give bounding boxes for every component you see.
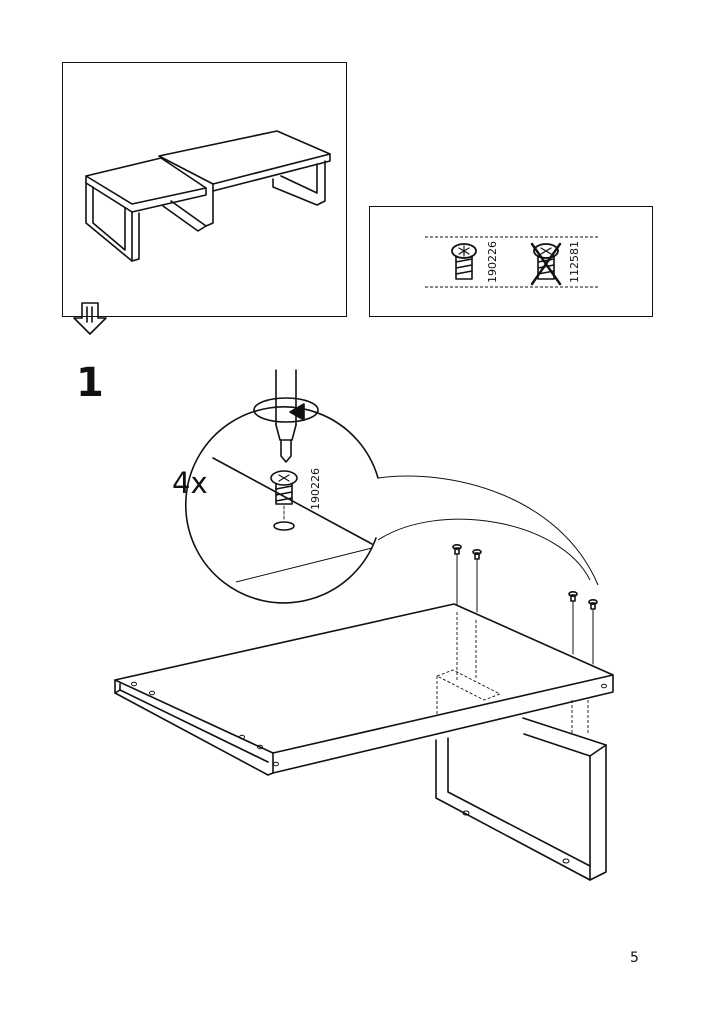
overview-panel <box>62 62 347 317</box>
quantity-label: 4x <box>172 466 208 500</box>
crossed-out-screw-icon <box>530 242 562 286</box>
countersunk-screw-icon <box>451 243 477 280</box>
overview-illustration <box>85 130 331 262</box>
page-number: 5 <box>630 950 639 966</box>
step-number: 1 <box>76 360 104 406</box>
step-screw-code: 190226 <box>309 468 322 510</box>
phillips-screwdriver-icon <box>275 369 297 463</box>
screw-identification-panel: 190226 112581 <box>369 206 653 317</box>
